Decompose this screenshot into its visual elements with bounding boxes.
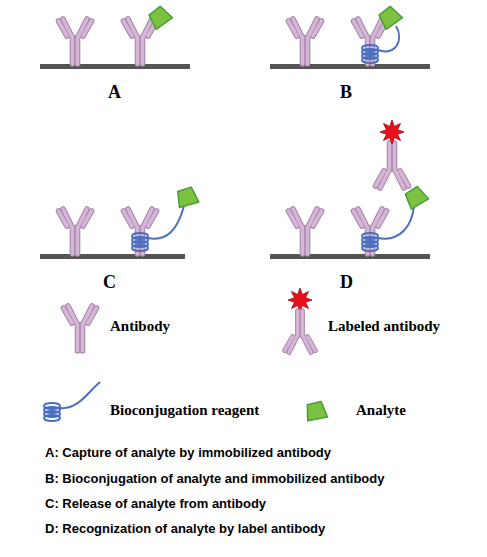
antibody <box>124 209 157 254</box>
surface <box>270 254 430 259</box>
analyte <box>147 4 173 30</box>
antibody <box>354 19 387 64</box>
surface <box>270 64 430 69</box>
panel-letter: A <box>108 82 121 103</box>
bioconjugation-reagent-icon <box>44 382 100 421</box>
legend-text: Labeled antibody <box>328 318 440 335</box>
panel-letter: C <box>103 272 116 293</box>
legend-text: Bioconjugation reagent <box>110 402 259 419</box>
panel-b <box>270 4 430 69</box>
legend-text: Analyte <box>356 402 406 419</box>
panel-c <box>40 186 199 259</box>
analyte-icon <box>306 401 327 421</box>
surface <box>40 254 185 259</box>
antibody <box>289 209 322 254</box>
legend-icons <box>44 288 328 421</box>
labeled-antibody-icon <box>285 311 315 352</box>
panel-d <box>270 120 430 259</box>
panel-letter: B <box>340 82 352 103</box>
antibody <box>59 19 92 64</box>
panel-letter: D <box>340 272 353 293</box>
bioconjugation-reagent <box>362 26 399 63</box>
labeled-antibody <box>376 143 409 188</box>
caption-line: A: Capture of analyte by immobilized ant… <box>45 446 485 461</box>
antibody <box>289 19 322 64</box>
surface <box>40 64 190 69</box>
bioconjugation-reagent <box>132 206 184 251</box>
bioconjugation-reagent <box>362 206 414 251</box>
antibody <box>124 19 157 64</box>
analyte <box>377 4 403 30</box>
analyte <box>176 186 199 207</box>
antibody-icon <box>64 306 97 351</box>
caption-line: B: Bioconjugation of analyte and immobil… <box>45 472 485 487</box>
caption-line: D: Recognization of analyte by label ant… <box>45 522 485 537</box>
legend-text: Antibody <box>110 318 170 335</box>
panel-a <box>40 4 190 69</box>
label-star-icon <box>288 288 312 312</box>
antibody <box>354 209 387 254</box>
antibody <box>59 209 92 254</box>
caption-line: C: Release of analyte from antibody <box>45 497 485 512</box>
label-star <box>380 120 404 144</box>
